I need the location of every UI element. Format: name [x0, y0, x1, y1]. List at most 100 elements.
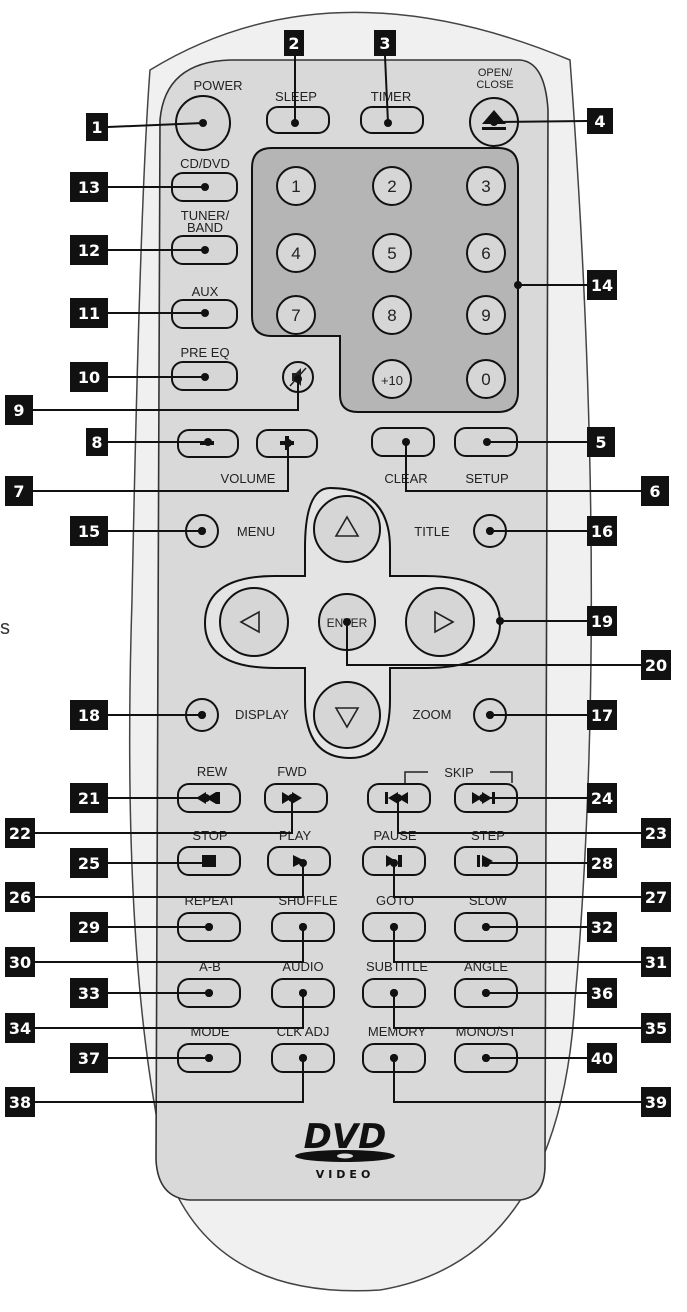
callout-number-33: 33	[78, 984, 100, 1003]
callout-dot-33	[205, 989, 213, 997]
keypad-circle[interactable]	[466, 233, 506, 273]
callout-badge-8	[86, 428, 108, 456]
keypad-button-2[interactable]: 2	[372, 166, 412, 206]
keypad-button-8[interactable]: 8	[372, 295, 412, 335]
callout-dot-13	[201, 183, 209, 191]
callout-dot-10	[201, 373, 209, 381]
callout-dot-24	[479, 794, 487, 802]
callout-badge-30	[5, 947, 35, 977]
keypad-button-0[interactable]: 0	[466, 359, 506, 399]
callout-badge-21	[70, 783, 108, 813]
callout-number-9: 9	[13, 401, 24, 420]
keypad-circle[interactable]	[372, 295, 412, 335]
callout-number-35: 35	[645, 1019, 667, 1038]
callout-badge-7	[5, 476, 33, 506]
numeric-keypad: 1 2 3 4 5 6 7 8 9 +10 0	[276, 166, 506, 399]
callout-number-36: 36	[591, 984, 613, 1003]
callout-dot-16	[486, 527, 494, 535]
callout-number-18: 18	[78, 706, 100, 725]
callout-33: 33	[70, 978, 213, 1008]
callout-badge-5	[587, 427, 615, 457]
keypad-button-9[interactable]: 9	[466, 295, 506, 335]
up-arrow-icon	[334, 515, 360, 537]
callout-9: 9	[5, 375, 302, 425]
up-button[interactable]	[313, 495, 381, 563]
callout-badge-35	[641, 1013, 671, 1043]
callout-number-3: 3	[379, 34, 390, 53]
down-button[interactable]	[313, 681, 381, 749]
callout-dot-14	[514, 281, 522, 289]
keypad-circle[interactable]	[276, 166, 316, 206]
callout-34: 34	[5, 989, 307, 1043]
callout-leader-39	[393, 1058, 641, 1103]
left-button[interactable]	[219, 587, 289, 657]
callout-dot-31	[390, 923, 398, 931]
timer-label: TIMER	[371, 89, 411, 104]
keypad-label: 8	[387, 306, 396, 325]
callout-badge-37	[70, 1043, 108, 1073]
keypad-circle[interactable]	[466, 295, 506, 335]
margin-letter: s	[0, 617, 10, 639]
callout-dot-26	[299, 859, 307, 867]
keypad-label: 0	[481, 370, 490, 389]
callout-dot-22	[288, 794, 296, 802]
callout-number-10: 10	[78, 368, 100, 387]
keypad-circle[interactable]	[372, 233, 412, 273]
callout-7: 7	[5, 439, 292, 506]
callout-dot-28	[482, 859, 490, 867]
callout-badge-29	[70, 912, 108, 942]
dvd-video-logo: DVD VIDEO	[295, 1117, 395, 1181]
callout-dot-39	[390, 1054, 398, 1062]
callout-badge-18	[70, 700, 108, 730]
keypad-button-1[interactable]: 1	[276, 166, 316, 206]
keypad-circle[interactable]	[276, 295, 316, 335]
keypad-button-3[interactable]: 3	[466, 166, 506, 206]
callout-18: 18	[70, 700, 206, 730]
callout-number-38: 38	[9, 1093, 31, 1112]
callout-number-12: 12	[78, 241, 100, 260]
callout-1: 1	[86, 113, 207, 141]
keypad-button-6[interactable]: 6	[466, 233, 506, 273]
sleep-button[interactable]	[266, 106, 330, 134]
step-label: STEP	[471, 828, 505, 843]
callout-number-11: 11	[78, 304, 100, 323]
keypad-circle[interactable]	[466, 166, 506, 206]
callout-number-13: 13	[78, 178, 100, 197]
keypad-button-4[interactable]: 4	[276, 233, 316, 273]
keypad-circle[interactable]	[276, 233, 316, 273]
callout-badge-31	[641, 947, 671, 977]
callout-dot-12	[201, 246, 209, 254]
callout-leader-4	[493, 120, 588, 123]
callout-15: 15	[70, 516, 206, 546]
mono-st-label: MONO/ST	[456, 1024, 517, 1039]
keypad-button-7[interactable]: 7	[276, 295, 316, 335]
right-arrow-icon	[434, 610, 455, 634]
callout-badge-22	[5, 818, 35, 848]
keypad-circle[interactable]	[372, 166, 412, 206]
callout-badge-12	[70, 235, 108, 265]
pre-eq-label: PRE EQ	[180, 345, 229, 360]
callout-dot-32	[482, 923, 490, 931]
callout-22: 22	[5, 794, 296, 848]
callout-badge-40	[587, 1043, 617, 1073]
eject-icon	[482, 110, 506, 130]
callout-dot-5	[483, 438, 491, 446]
callout-dot-19	[496, 617, 504, 625]
callout-number-2: 2	[288, 34, 299, 53]
tuner-band-label: TUNER/BAND	[181, 208, 230, 235]
tuner-band-line2: BAND	[187, 220, 223, 235]
keypad-circle[interactable]	[372, 359, 412, 399]
callout-leader-9	[33, 379, 299, 411]
keypad-circle[interactable]	[466, 359, 506, 399]
timer-button[interactable]	[360, 106, 424, 134]
callout-13: 13	[70, 172, 209, 202]
tuner-band-line1: TUNER/	[181, 208, 230, 223]
shuffle-label: SHUFFLE	[278, 893, 338, 908]
callout-39: 39	[390, 1054, 671, 1117]
right-button[interactable]	[405, 587, 475, 657]
callout-number-25: 25	[78, 854, 100, 873]
callout-29: 29	[70, 912, 213, 942]
keypad-button-+10[interactable]: +10	[372, 359, 412, 399]
keypad-button-5[interactable]: 5	[372, 233, 412, 273]
